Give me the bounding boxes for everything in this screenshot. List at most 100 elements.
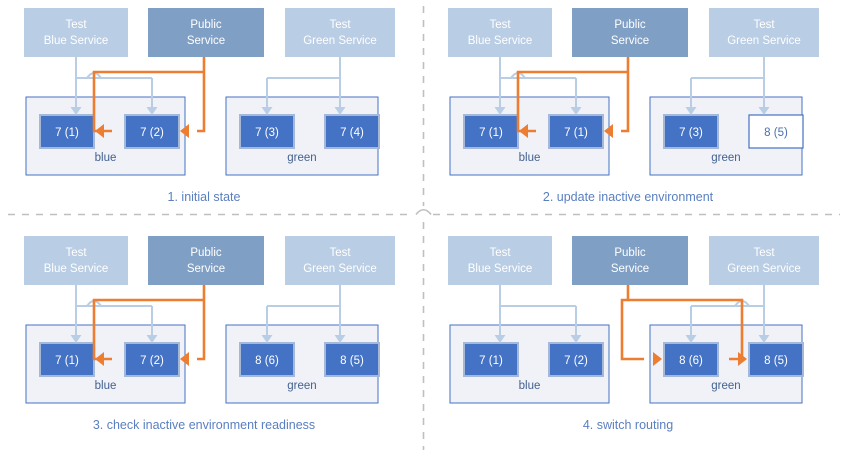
instance-blue-2-label: 7 (1) (564, 127, 588, 139)
service-test-green-label: Green Service (727, 263, 801, 275)
arrow-test-green-to-instance-2-head (334, 107, 346, 115)
route-public-to-blue-instance-1-head (95, 352, 104, 366)
service-test-green-label: Green Service (303, 263, 377, 275)
service-test-blue[interactable] (448, 8, 552, 57)
service-test-blue-label: Test (65, 247, 87, 259)
instance-green-2-label: 8 (5) (764, 355, 788, 367)
instance-green-2[interactable] (748, 114, 804, 149)
service-public[interactable] (148, 236, 264, 285)
environment-label-green: green (711, 380, 740, 392)
test-green-branch (691, 285, 765, 307)
route-public-to-blue-instance-2-head (180, 352, 189, 366)
instance-green-1-label: 7 (3) (679, 127, 703, 139)
instance-green-2-label: 8 (5) (340, 355, 364, 367)
service-public-label: Service (187, 35, 225, 47)
service-public-label: Public (614, 19, 646, 31)
route-public-to-blue-instance-2-head (180, 124, 189, 138)
service-public[interactable] (572, 236, 688, 285)
service-public[interactable] (148, 8, 264, 57)
service-public-label: Service (611, 263, 649, 275)
service-test-blue-label: Blue Service (468, 35, 533, 47)
arrow-test-green-to-instance-2-head (758, 107, 770, 115)
route-public-to-green-instance-2-head (738, 352, 747, 366)
service-public-label: Service (611, 35, 649, 47)
arrow-test-blue-to-instance-2-head (570, 335, 582, 343)
arrow-test-blue-to-instance-1-head (494, 335, 506, 343)
instance-blue-2[interactable] (124, 342, 180, 377)
instance-blue-1-label: 7 (1) (479, 355, 503, 367)
environment-label-green: green (711, 152, 740, 164)
test-green-branch (267, 285, 341, 307)
arrow-test-blue-to-instance-1-head (70, 107, 82, 115)
instance-blue-1[interactable] (463, 342, 519, 377)
route-public-to-green-instance-1-head (653, 352, 662, 366)
environment-label-blue: blue (95, 380, 117, 392)
route-public-to-blue-instance-2 (197, 285, 206, 361)
test-green-branch (267, 57, 341, 79)
instance-blue-1[interactable] (39, 114, 95, 149)
environment-label-green: green (287, 152, 316, 164)
route-public-to-blue-instance-2 (197, 57, 206, 133)
service-test-green[interactable] (285, 8, 395, 57)
test-green-branch (691, 57, 765, 79)
arrow-test-green-to-instance-2-head (334, 335, 346, 343)
route-public-to-blue-instance-1-head (95, 124, 104, 138)
panel-2-caption: 2. update inactive environment (543, 190, 714, 204)
service-test-green[interactable] (285, 236, 395, 285)
service-public[interactable] (572, 8, 688, 57)
route-public-to-blue-instance-2-head (604, 124, 613, 138)
instance-blue-1-label: 7 (1) (55, 355, 79, 367)
service-public-label: Public (190, 247, 222, 259)
arrow-test-blue-to-instance-2-head (146, 107, 158, 115)
instance-green-1-label: 8 (6) (679, 355, 703, 367)
instance-blue-2-label: 7 (2) (140, 355, 164, 367)
panel-1-caption: 1. initial state (168, 190, 241, 204)
instance-green-2[interactable] (324, 342, 380, 377)
instance-green-1-label: 8 (6) (255, 355, 279, 367)
panel-4-caption: 4. switch routing (583, 418, 673, 432)
instance-green-2[interactable] (324, 114, 380, 149)
environment-label-blue: blue (519, 152, 541, 164)
instance-green-1[interactable] (239, 342, 295, 377)
service-test-blue[interactable] (24, 236, 128, 285)
panel-3-caption: 3. check inactive environment readiness (93, 418, 315, 432)
instance-blue-2-label: 7 (2) (140, 127, 164, 139)
arrow-test-green-to-instance-1-head (261, 335, 273, 343)
service-test-green-label: Green Service (303, 35, 377, 47)
environment-label-blue: blue (519, 380, 541, 392)
arrow-test-green-to-instance-1-head (685, 335, 697, 343)
arrow-test-green-to-instance-2-head (758, 335, 770, 343)
instance-green-2-label: 8 (5) (764, 127, 788, 139)
service-test-blue[interactable] (448, 236, 552, 285)
instance-blue-1-label: 7 (1) (55, 127, 79, 139)
instance-green-1-label: 7 (3) (255, 127, 279, 139)
environment-label-green: green (287, 380, 316, 392)
service-test-green-label: Test (329, 247, 351, 259)
instance-blue-2[interactable] (548, 342, 604, 377)
service-test-blue[interactable] (24, 8, 128, 57)
test-blue-branch (75, 57, 152, 79)
instance-green-2-label: 7 (4) (340, 127, 364, 139)
service-public-label: Service (187, 263, 225, 275)
environment-label-blue: blue (95, 152, 117, 164)
instance-green-1[interactable] (663, 342, 719, 377)
arrow-test-blue-to-instance-2-head (146, 335, 158, 343)
instance-blue-1-label: 7 (1) (479, 127, 503, 139)
route-public-to-green-instance-1 (620, 285, 644, 361)
instance-blue-1[interactable] (39, 342, 95, 377)
service-test-green[interactable] (709, 8, 819, 57)
service-public-label: Public (190, 19, 222, 31)
test-blue-branch (499, 285, 576, 307)
service-test-blue-label: Test (65, 19, 87, 31)
service-test-green[interactable] (709, 236, 819, 285)
instance-green-1[interactable] (663, 114, 719, 149)
instance-green-2[interactable] (748, 342, 804, 377)
service-test-green-label: Green Service (727, 35, 801, 47)
service-test-blue-label: Blue Service (44, 35, 109, 47)
service-test-green-label: Test (753, 247, 775, 259)
